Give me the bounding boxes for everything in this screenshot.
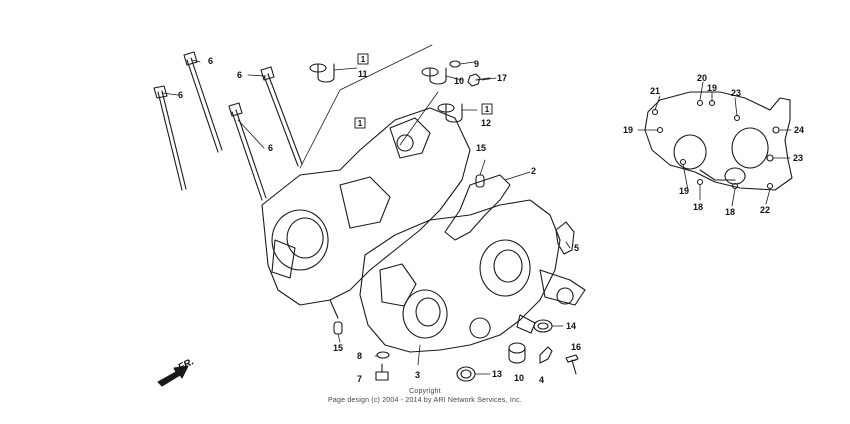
callout-label: 1: [358, 119, 363, 128]
callout-6: 6: [268, 143, 273, 153]
callout-9: 9: [474, 59, 479, 69]
crankcase-right-half: [359, 199, 586, 353]
callout-8: 8: [357, 351, 362, 361]
dowel-pin-lower: [333, 321, 343, 335]
callout-3: 3: [415, 370, 420, 380]
callout-24: 24: [794, 125, 804, 135]
callout-23: 23: [731, 88, 741, 98]
bolt-17: [467, 73, 491, 87]
callout-20: 20: [697, 73, 707, 83]
callout-18: 18: [725, 207, 735, 217]
callout-5: 5: [574, 243, 579, 253]
bearing-10-top: [421, 67, 447, 85]
washer-9: [449, 60, 461, 68]
plug-10: [508, 342, 526, 364]
callout-18: 18: [693, 202, 703, 212]
callout-10: 10: [454, 76, 464, 86]
ref-box: 1: [481, 103, 493, 115]
copyright-line-1: Copyright: [409, 388, 441, 395]
drain-bolt-7: [375, 363, 389, 381]
stud-bolt: [260, 66, 303, 167]
clamp-4: [539, 346, 553, 364]
callout-7: 7: [357, 374, 362, 384]
stud-bolt: [153, 85, 187, 191]
oil-seal-14: [533, 319, 553, 333]
washer-8: [376, 351, 390, 359]
bearing-12: [437, 103, 463, 123]
stud-bolt: [183, 51, 223, 153]
callout-6: 6: [178, 90, 183, 100]
callout-13: 13: [492, 369, 502, 379]
oil-seal-13: [456, 366, 476, 382]
front-direction-arrow: [157, 365, 189, 387]
crankcase-side-view: [644, 91, 793, 191]
callout-14: 14: [566, 321, 576, 331]
front-direction-label: FR.: [176, 356, 195, 373]
bolt-16: [565, 354, 579, 375]
callout-4: 4: [539, 375, 544, 385]
stud-bolt: [228, 102, 267, 201]
callout-23: 23: [793, 153, 803, 163]
callout-19: 19: [707, 83, 717, 93]
callout-16: 16: [571, 342, 581, 352]
callout-label: 1: [361, 55, 366, 64]
bracket-5: [555, 221, 575, 255]
ref-box: 1: [357, 53, 369, 65]
callout-10: 10: [514, 373, 524, 383]
copyright-line-2: Page design (c) 2004 - 2014 by ARI Netwo…: [328, 397, 522, 404]
callout-19: 19: [679, 186, 689, 196]
crankcase-left-half: [261, 107, 471, 319]
callout-17: 17: [497, 73, 507, 83]
ref-box: 1: [354, 117, 366, 129]
callout-12: 12: [481, 118, 491, 128]
callout-6: 6: [237, 70, 242, 80]
callout-2: 2: [531, 166, 536, 176]
callout-22: 22: [760, 205, 770, 215]
callout-15: 15: [333, 343, 343, 353]
callout-label: 1: [485, 105, 490, 114]
bearing-11: [309, 63, 335, 83]
crankcase-gasket: [444, 174, 511, 241]
callout-21: 21: [650, 86, 660, 96]
callout-15: 15: [476, 143, 486, 153]
callout-19: 19: [623, 125, 633, 135]
callout-11: 11: [358, 69, 368, 79]
callout-6: 6: [208, 56, 213, 66]
